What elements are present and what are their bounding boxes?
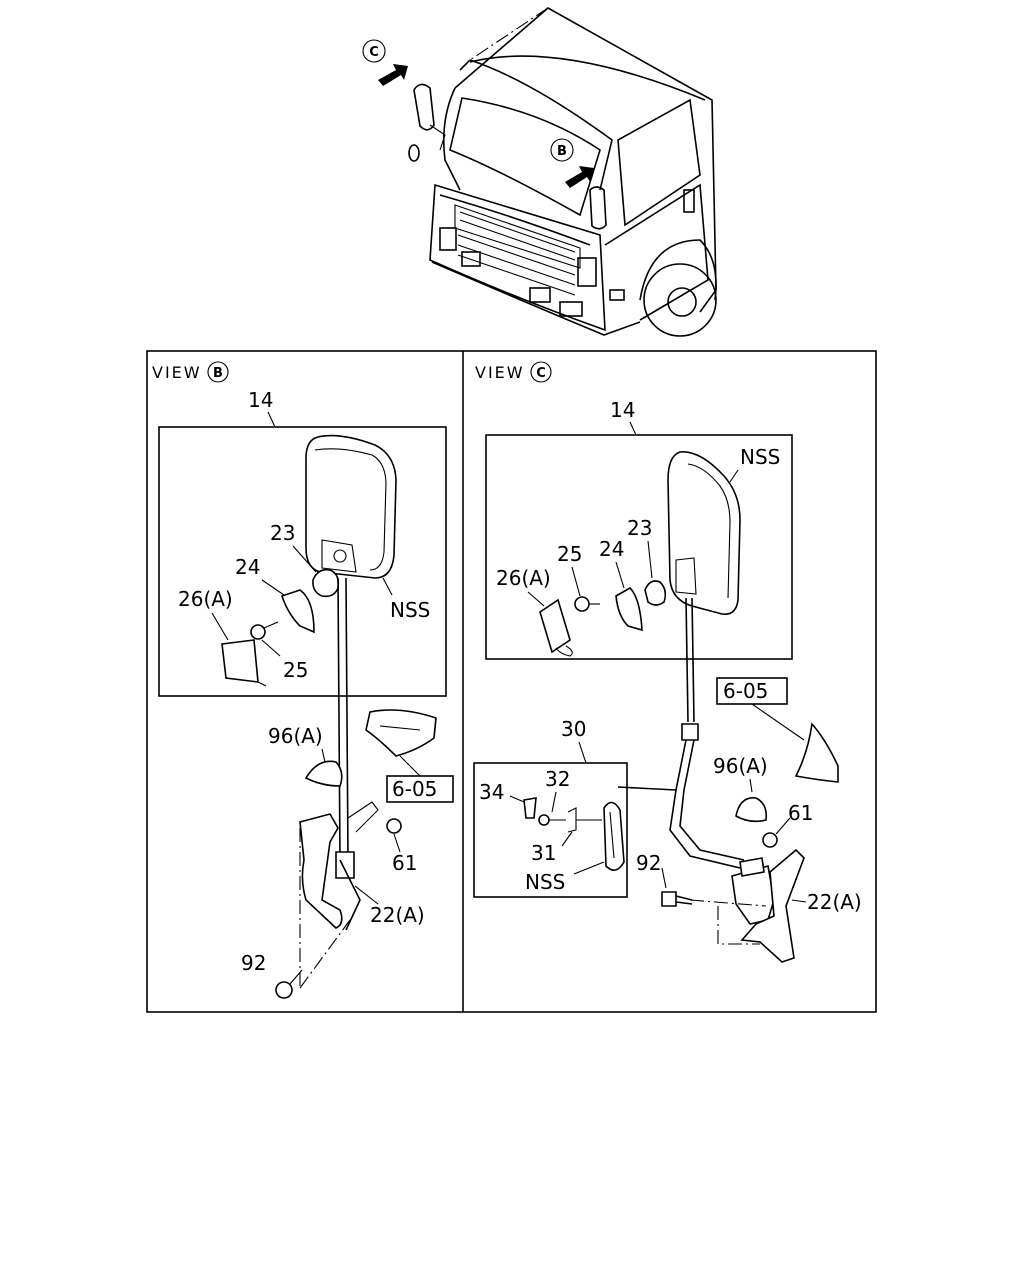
label-nss2-c: NSS xyxy=(525,870,565,894)
mirror-assembly-box xyxy=(158,426,447,697)
view-b-circle: B xyxy=(213,366,223,381)
view-c-panel: VIEW C 14 NSS 23 24 25 26(A) xyxy=(473,361,862,963)
label-nss-c: NSS xyxy=(740,445,780,469)
label-ref-6-05: 6-05 xyxy=(392,777,437,801)
view-c-title: VIEW xyxy=(475,363,525,382)
mirror-head xyxy=(305,434,397,579)
label-25: 25 xyxy=(283,658,308,682)
label-25-c: 25 xyxy=(557,542,582,566)
label-92: 92 xyxy=(241,951,266,975)
arrow-b-callout: B xyxy=(550,138,574,162)
label-96a: 96(A) xyxy=(268,724,323,748)
label-96a-c: 96(A) xyxy=(713,754,768,778)
label-nss: NSS xyxy=(390,598,430,622)
label-31: 31 xyxy=(531,841,556,865)
arrow-c-letter: C xyxy=(369,45,379,60)
label-23-c: 23 xyxy=(627,516,652,540)
label-26a: 26(A) xyxy=(178,587,233,611)
ref-box-6-05 xyxy=(386,775,454,803)
view-frame xyxy=(146,350,877,1013)
arm-bracket-c xyxy=(731,848,805,963)
label-ref-6-05-c: 6-05 xyxy=(723,679,768,703)
arrow-b-letter: B xyxy=(557,144,567,159)
arm-bracket-b xyxy=(299,801,379,931)
label-22a: 22(A) xyxy=(370,903,425,927)
label-24: 24 xyxy=(235,555,260,579)
label-61-c: 61 xyxy=(788,801,813,825)
label-92-c: 92 xyxy=(636,851,661,875)
kit-box-30 xyxy=(473,762,628,898)
view-b-title: VIEW xyxy=(152,363,202,382)
view-b-panel: VIEW B 14 NSS 23 24 26(A) 25 xyxy=(152,361,454,999)
mirror-head-c xyxy=(667,451,741,616)
label-22a-c: 22(A) xyxy=(807,890,862,914)
label-14-c: 14 xyxy=(610,398,635,422)
view-c-circle: C xyxy=(536,366,546,381)
label-24-c: 24 xyxy=(599,537,624,561)
label-32: 32 xyxy=(545,767,570,791)
label-26a-c: 26(A) xyxy=(496,566,551,590)
mirror-assembly-box-c xyxy=(485,434,793,660)
arrow-c-callout: C xyxy=(362,39,386,63)
label-30: 30 xyxy=(561,717,586,741)
label-61: 61 xyxy=(392,851,417,875)
label-23: 23 xyxy=(270,521,295,545)
truck-cab-illustration xyxy=(378,7,717,337)
label-14: 14 xyxy=(248,388,273,412)
label-34: 34 xyxy=(479,780,504,804)
